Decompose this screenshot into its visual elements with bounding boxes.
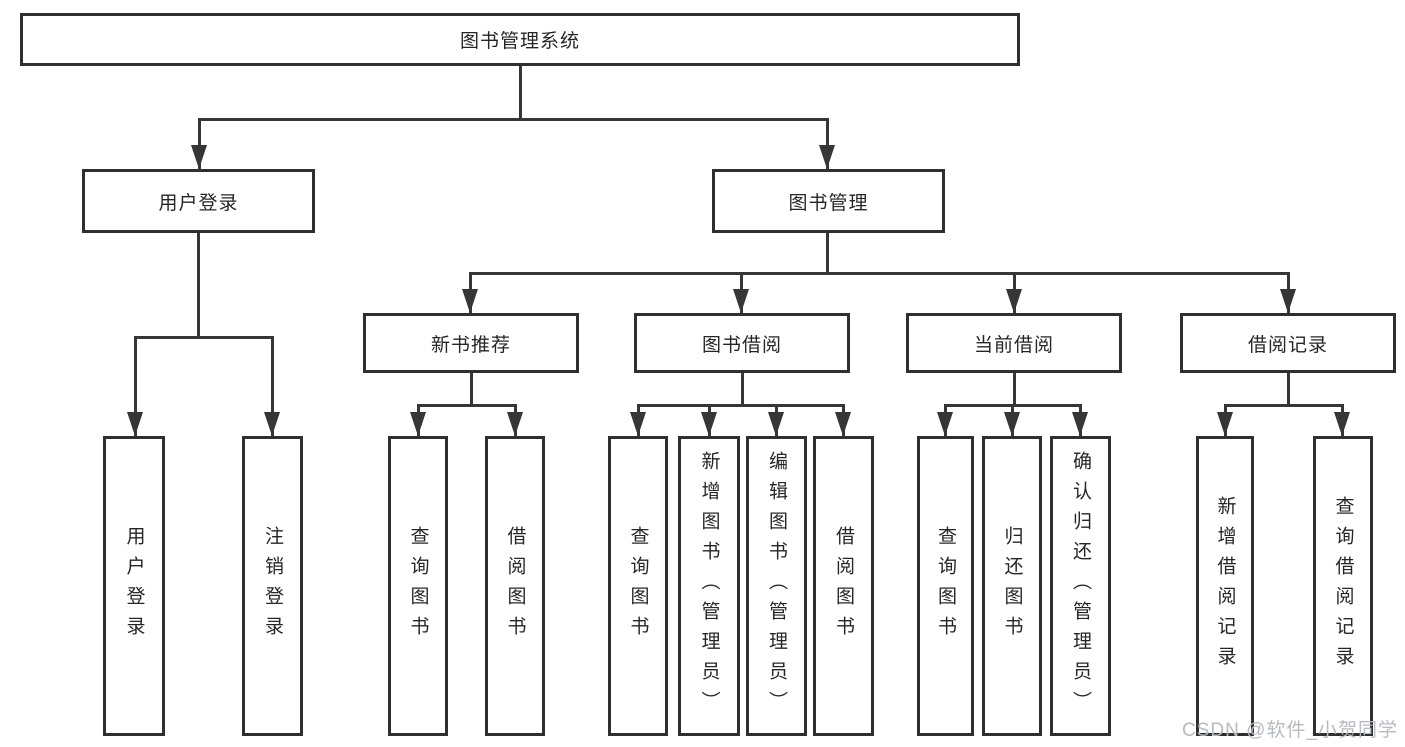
node-label: 查询图书 [935, 526, 956, 646]
arrow-down-icon [264, 412, 280, 436]
arrow-down-icon [1217, 412, 1233, 436]
connector-line [271, 336, 274, 436]
node-label: 确认归还（管理员） [1070, 451, 1091, 721]
connector-line [1287, 373, 1290, 406]
connector-line [134, 336, 137, 436]
node-label: 图书管理 [788, 192, 869, 214]
arrow-down-icon [127, 412, 143, 436]
arrow-down-icon [507, 412, 523, 436]
connector-line [1013, 373, 1016, 406]
arrow-down-icon [1072, 412, 1088, 436]
arrow-down-icon [1334, 412, 1350, 436]
leaf-logout: 注销登录 [242, 436, 303, 736]
arrow-down-icon [1280, 289, 1296, 313]
arrow-down-icon [630, 412, 646, 436]
node-label: 注销登录 [262, 526, 283, 646]
connector-line [741, 373, 744, 406]
leaf-edit-books-admin: 编辑图书（管理员） [746, 436, 807, 736]
node-root-system: 图书管理系统 [20, 13, 1020, 66]
node-label: 图书借阅 [701, 334, 782, 356]
csdn-watermark: CSDN @软件_小贺同学 [1182, 720, 1398, 741]
connector-line [417, 404, 516, 407]
node-label: 用户登录 [158, 192, 239, 214]
leaf-add-borrow-record: 新增借阅记录 [1196, 436, 1254, 736]
node-label: 归还图书 [1001, 526, 1023, 646]
arrow-down-icon [462, 289, 478, 313]
node-book-borrow: 图书借阅 [634, 313, 850, 373]
leaf-query-books-2: 查询图书 [608, 436, 668, 736]
node-label: 用户登录 [123, 526, 145, 646]
connector-line [198, 118, 201, 170]
connector-line [1224, 404, 1343, 407]
node-label: 图书管理系统 [459, 31, 580, 52]
node-label: 查询图书 [627, 526, 649, 646]
node-label: 当前借阅 [973, 334, 1054, 356]
node-label: 新增图书（管理员） [698, 451, 720, 721]
node-current-borrow: 当前借阅 [906, 313, 1122, 373]
arrow-down-icon [733, 289, 749, 313]
arrow-down-icon [191, 145, 207, 169]
leaf-borrow-books-2: 借阅图书 [813, 436, 874, 736]
node-label: 借阅记录 [1247, 334, 1328, 356]
arrow-down-icon [835, 412, 851, 436]
arrow-down-icon [1006, 289, 1022, 313]
node-borrow-records: 借阅记录 [1180, 313, 1396, 373]
node-book-management: 图书管理 [712, 169, 945, 233]
arrow-down-icon [410, 412, 426, 436]
leaf-return-books: 归还图书 [982, 436, 1042, 736]
leaf-query-books-1: 查询图书 [388, 436, 448, 736]
connector-line [197, 233, 200, 338]
leaf-borrow-books-1: 借阅图书 [485, 436, 545, 736]
connector-line [637, 404, 844, 407]
node-label: 借阅图书 [504, 526, 526, 646]
connector-line [470, 373, 473, 406]
arrow-down-icon [937, 412, 953, 436]
node-label: 借阅图书 [833, 526, 854, 646]
node-user-login: 用户登录 [82, 169, 315, 233]
connector-line [134, 336, 273, 339]
connector-line [198, 118, 828, 121]
node-label: 新书推荐 [430, 334, 511, 356]
node-label: 查询图书 [407, 526, 429, 646]
node-label: 查询借阅记录 [1332, 496, 1354, 676]
leaf-confirm-return-admin: 确认归还（管理员） [1050, 436, 1111, 736]
arrow-down-icon [1004, 412, 1020, 436]
leaf-query-borrow-record: 查询借阅记录 [1313, 436, 1373, 736]
arrow-down-icon [768, 412, 784, 436]
node-label: 编辑图书（管理员） [766, 451, 787, 721]
arrow-down-icon [819, 145, 835, 169]
connector-line [519, 66, 522, 120]
connector-line [826, 118, 829, 170]
connector-line [469, 272, 1289, 275]
leaf-user-login: 用户登录 [103, 436, 165, 736]
connector-line [826, 233, 829, 274]
node-new-book-recommend: 新书推荐 [363, 313, 579, 373]
leaf-query-books-3: 查询图书 [917, 436, 974, 736]
leaf-add-books-admin: 新增图书（管理员） [678, 436, 740, 736]
arrow-down-icon [701, 412, 717, 436]
node-label: 新增借阅记录 [1214, 496, 1236, 676]
